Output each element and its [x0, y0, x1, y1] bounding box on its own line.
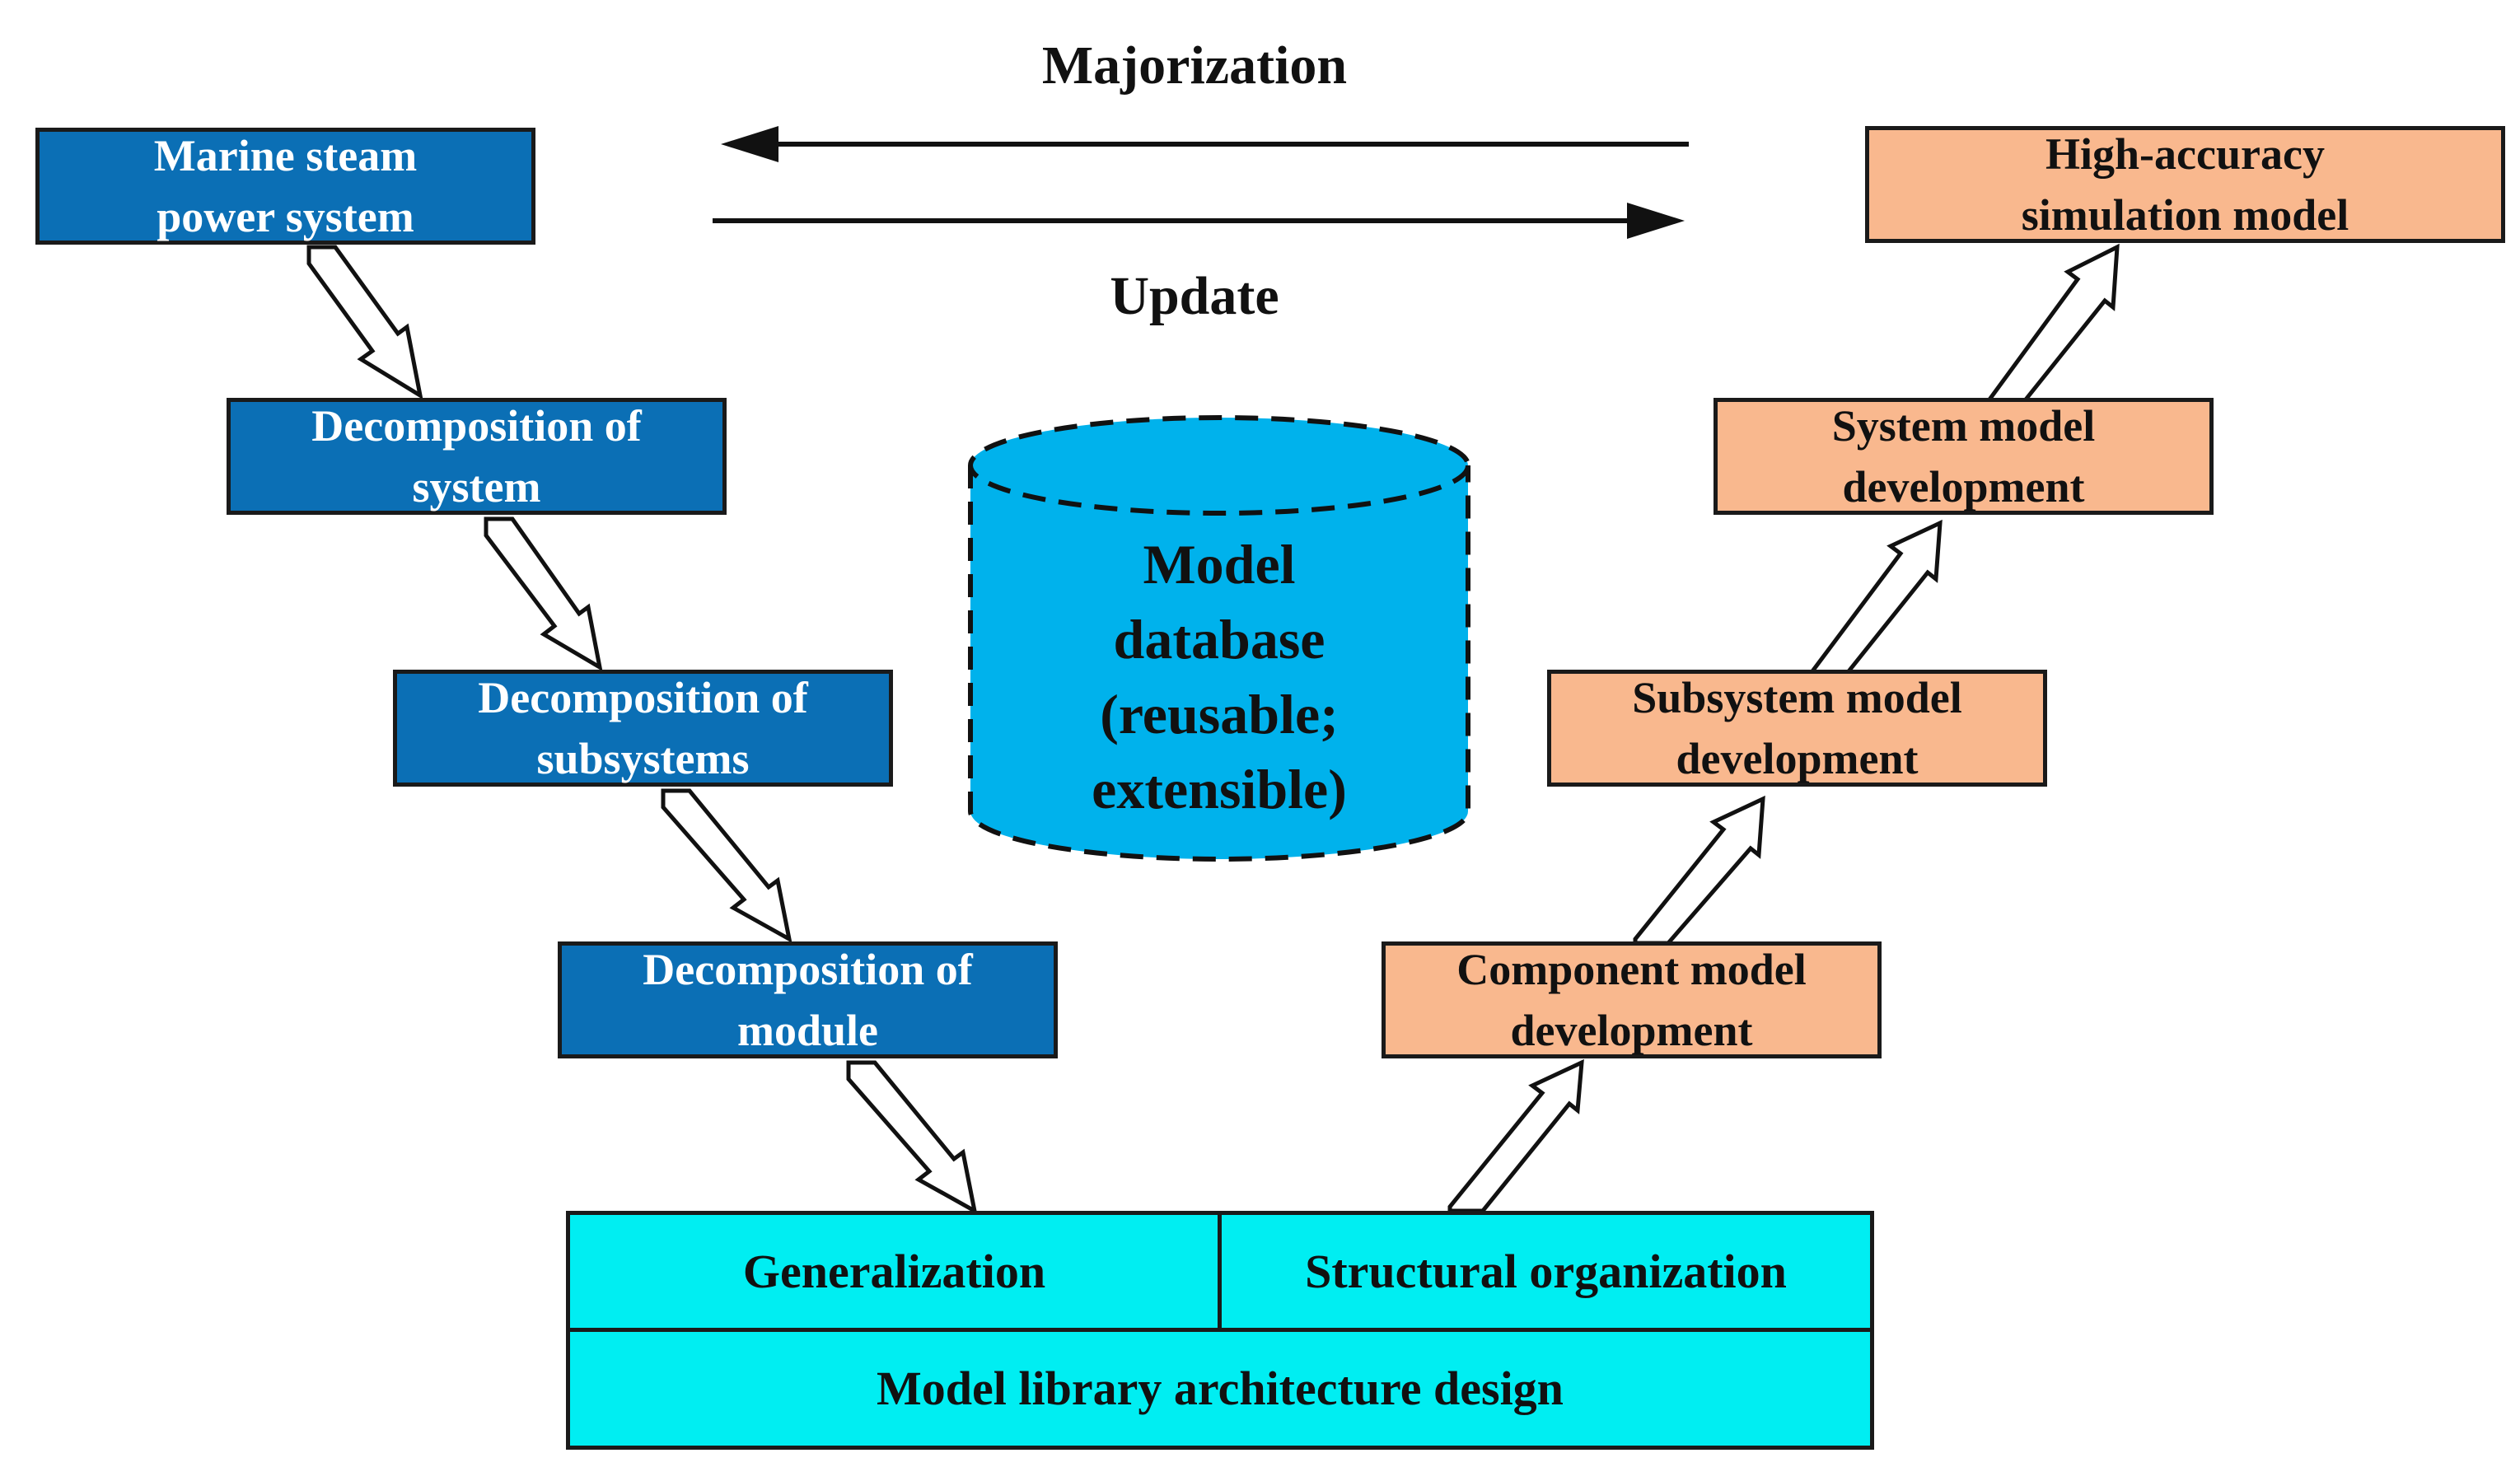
- hollow-arrow-up-2: [1633, 795, 1765, 946]
- decomposition-of-system-box: Decomposition of system: [227, 398, 727, 515]
- hollow-arrow-down-4: [846, 1060, 978, 1215]
- update-arrow: [713, 203, 1685, 239]
- hollow-arrow-down-2: [484, 516, 603, 671]
- subsystem-model-development-box: Subsystem model development: [1547, 670, 2047, 787]
- hollow-arrow-up-4: [1987, 243, 2120, 406]
- structural-organization-box: Structural organization: [1218, 1211, 1874, 1333]
- decomposition-of-subsystems-box: Decomposition of subsystems: [393, 670, 893, 787]
- component-model-development-box: Component model development: [1382, 941, 1882, 1058]
- model-database-cylinder: [968, 415, 1470, 862]
- hollow-arrow-up-3: [1810, 519, 1943, 678]
- hollow-arrow-down-3: [661, 788, 792, 943]
- generalization-box: Generalization: [566, 1211, 1223, 1333]
- majorization-label: Majorization: [1041, 35, 1348, 96]
- model-database-label: Model database (reusable; extensible): [1092, 533, 1347, 820]
- model-library-architecture-design-box: Model library architecture design: [566, 1328, 1874, 1450]
- hollow-arrow-up-1: [1447, 1058, 1584, 1213]
- decomposition-of-module-box: Decomposition of module: [558, 941, 1058, 1058]
- majorization-arrow: [721, 126, 1689, 162]
- high-accuracy-simulation-model-box: High-accuracy simulation model: [1865, 126, 2505, 243]
- update-label: Update: [1110, 266, 1279, 326]
- hollow-arrow-down-1: [306, 245, 423, 400]
- marine-steam-power-system-box: Marine steam power system: [35, 128, 535, 245]
- system-model-development-box: System model development: [1714, 398, 2214, 515]
